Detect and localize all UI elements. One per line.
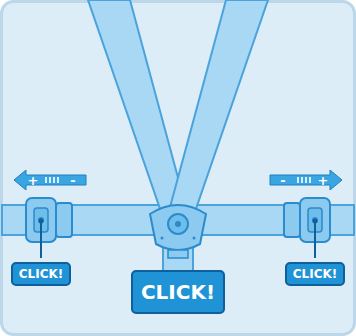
adjust-arrow	[14, 170, 86, 190]
adjust-sign: +	[28, 174, 39, 187]
center-buckle	[150, 205, 206, 258]
leader-dot	[39, 219, 44, 224]
adjust-arrow	[270, 170, 342, 190]
click-text: CLICK!	[141, 280, 215, 304]
adjust-sign: -	[70, 174, 75, 187]
leader-line	[40, 223, 42, 258]
side-buckle	[284, 198, 330, 242]
leader-dot	[313, 219, 318, 224]
click-text: CLICK!	[19, 267, 64, 281]
click-text: CLICK!	[293, 267, 338, 281]
leader-line	[314, 223, 316, 258]
click-callout: CLICK!	[11, 262, 72, 286]
adjust-sign: -	[280, 174, 285, 187]
side-buckle	[26, 198, 72, 242]
adjust-sign: +	[318, 174, 329, 187]
click-callout: CLICK!	[131, 270, 225, 314]
shoulder-strap	[166, 0, 268, 226]
click-callout: CLICK!	[285, 262, 346, 286]
